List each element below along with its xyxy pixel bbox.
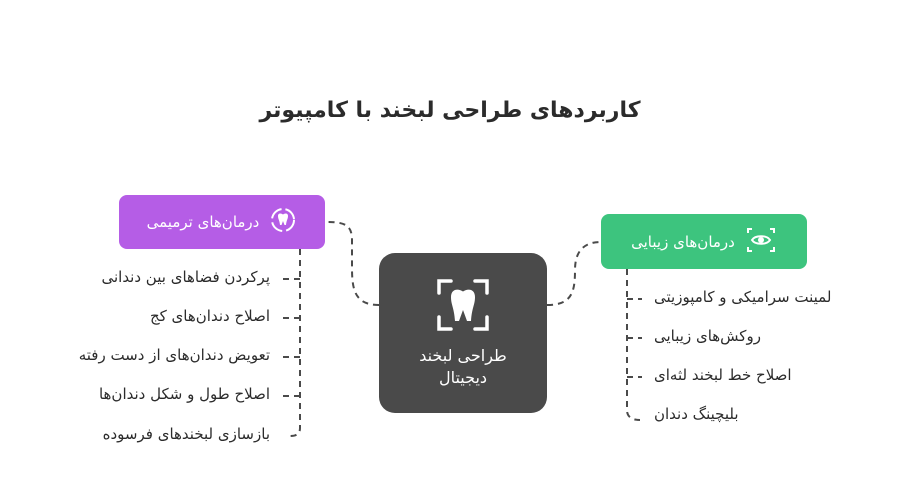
cosmetic-treatments-node: درمان‌های زیبایی bbox=[601, 214, 807, 269]
left-item-1: پرکردن فضاهای بین دندانی bbox=[101, 268, 270, 286]
left-item-3: تعویض دندان‌های از دست رفته bbox=[78, 346, 270, 364]
tooth-scan-icon bbox=[435, 277, 491, 337]
node-label: درمان‌های ترمیمی bbox=[146, 213, 260, 231]
left-spine bbox=[289, 249, 301, 437]
connector-center-right bbox=[546, 241, 602, 306]
right-item-1: لمینت سرامیکی و کامپوزیتی bbox=[654, 288, 832, 306]
node-label: درمان‌های زیبایی bbox=[631, 232, 735, 251]
sparkle-eye-icon bbox=[745, 226, 777, 258]
right-item-3: اصلاح خط لبخند لثه‌ای bbox=[654, 366, 792, 384]
restorative-treatments-node: درمان‌های ترمیمی bbox=[119, 195, 325, 249]
left-item-4: اصلاح طول و شکل دندان‌ها bbox=[98, 385, 270, 403]
tooth-refresh-icon bbox=[269, 206, 297, 238]
right-spine bbox=[626, 269, 641, 421]
connector-center-left bbox=[325, 221, 380, 306]
digital-smile-design-node: طراحی لبخند دیجیتال bbox=[379, 253, 547, 413]
center-label: طراحی لبخند دیجیتال bbox=[419, 346, 507, 387]
right-item-4: بلیچینگ دندان bbox=[654, 405, 739, 423]
diagram-title: کاربردهای طراحی لبخند با کامپیوتر bbox=[259, 98, 641, 123]
left-item-5: بازسازی لبخندهای فرسوده bbox=[102, 425, 270, 443]
left-item-2: اصلاح دندان‌های کج bbox=[149, 307, 270, 325]
right-item-2: روکش‌های زیبایی bbox=[654, 327, 761, 345]
